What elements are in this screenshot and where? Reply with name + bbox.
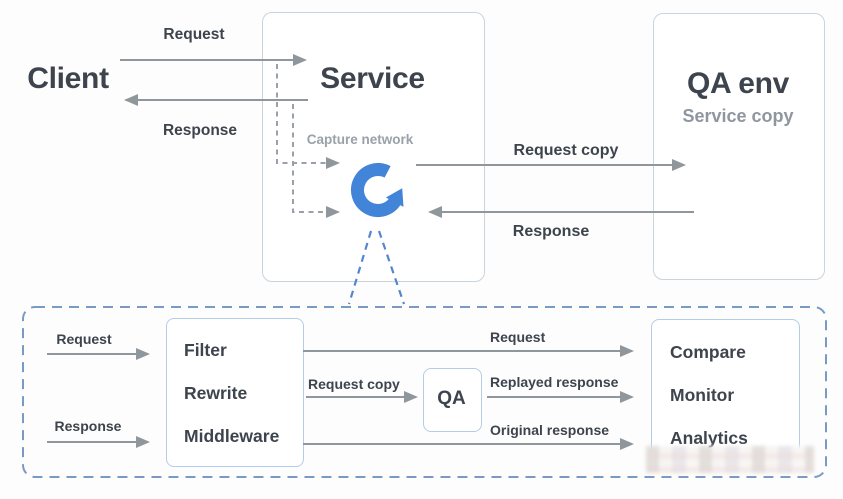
panel-response-in-label: Response [54,418,122,434]
qa-env-subtitle: Service copy [682,106,794,126]
pipeline-item-rewrite: Rewrite [184,383,248,403]
pipeline-item-list: Filter Rewrite Middleware [184,340,279,446]
panel-replayed-response-label: Replayed response [490,374,619,390]
results-item-compare: Compare [670,342,746,362]
qa-env-title: QA env [686,67,790,100]
replay-circular-arrow-icon [351,163,404,217]
pipeline-item-filter: Filter [184,340,227,360]
qa-env-box [653,13,825,280]
pipeline-item-middleware: Middleware [184,426,280,446]
logo-ring [351,163,402,217]
service-title: Service [320,62,425,95]
response-label: Response [162,122,238,139]
qa-box-label: QA [437,388,466,409]
panel-request-out-label: Request [490,329,546,345]
capture-network-label: Capture network [306,132,414,147]
request-label: Request [163,26,225,43]
panel-request-copy-label: Request copy [308,376,400,392]
panel-original-response-label: Original response [490,422,610,438]
response-copy-label: Response [512,223,590,240]
blurred-watermark [646,446,814,473]
results-item-monitor: Monitor [670,385,735,405]
client-label: Client [27,62,109,95]
panel-request-in-label: Request [56,331,112,347]
results-item-list: Compare Monitor Analytics [670,342,748,448]
request-copy-label: Request copy [513,142,619,159]
results-item-analytics: Analytics [670,428,748,448]
service-box [262,12,485,282]
logo-arrowhead [385,188,404,207]
